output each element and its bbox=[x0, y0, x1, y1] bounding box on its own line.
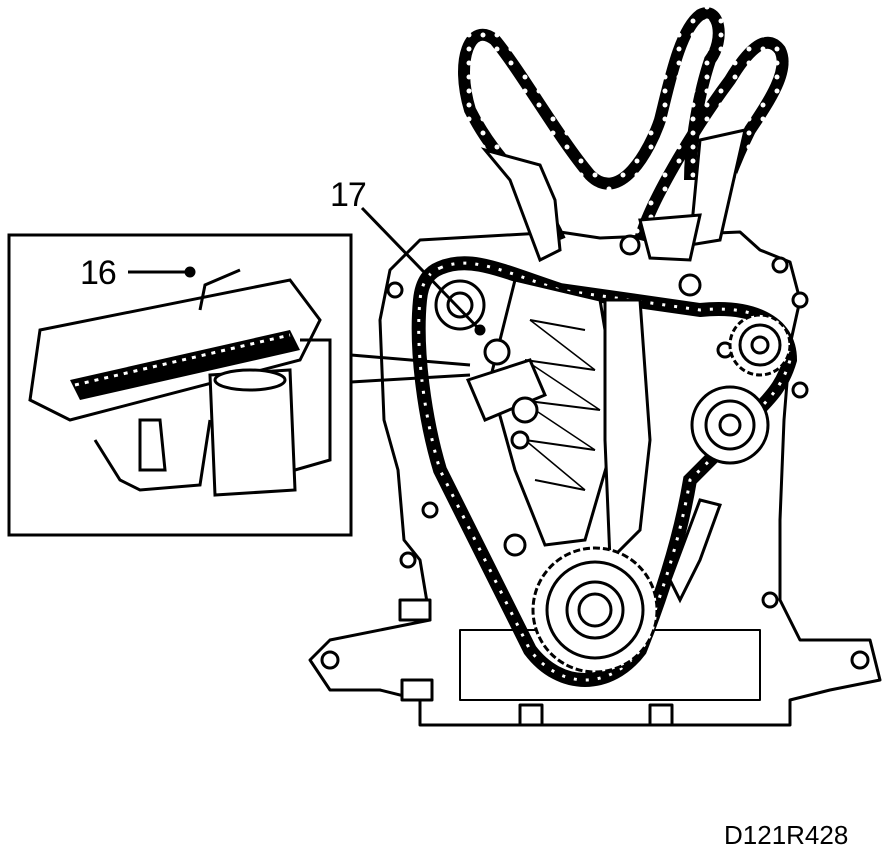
callout-16: 16 bbox=[80, 254, 117, 292]
leader-17-dot bbox=[474, 324, 486, 336]
upper-timing-chain bbox=[458, 7, 789, 243]
chain-guide bbox=[488, 278, 722, 604]
chain-tensioner bbox=[465, 338, 547, 557]
camshaft-sprocket-left bbox=[434, 279, 486, 331]
inset-connector-top bbox=[350, 353, 471, 367]
inset-connector-bottom bbox=[350, 373, 471, 384]
callout-17: 17 bbox=[330, 176, 367, 214]
camshaft-sprocket-right bbox=[728, 313, 792, 377]
leader-16-dot bbox=[184, 266, 196, 278]
leader-17 bbox=[360, 206, 482, 332]
figure-id: D121R428 bbox=[724, 820, 849, 850]
upper-chain-guides bbox=[480, 128, 747, 263]
detail-inset bbox=[7, 233, 353, 537]
leader-lines bbox=[128, 206, 486, 384]
idler-pulley bbox=[690, 385, 770, 465]
crankshaft-sprocket bbox=[531, 546, 659, 674]
